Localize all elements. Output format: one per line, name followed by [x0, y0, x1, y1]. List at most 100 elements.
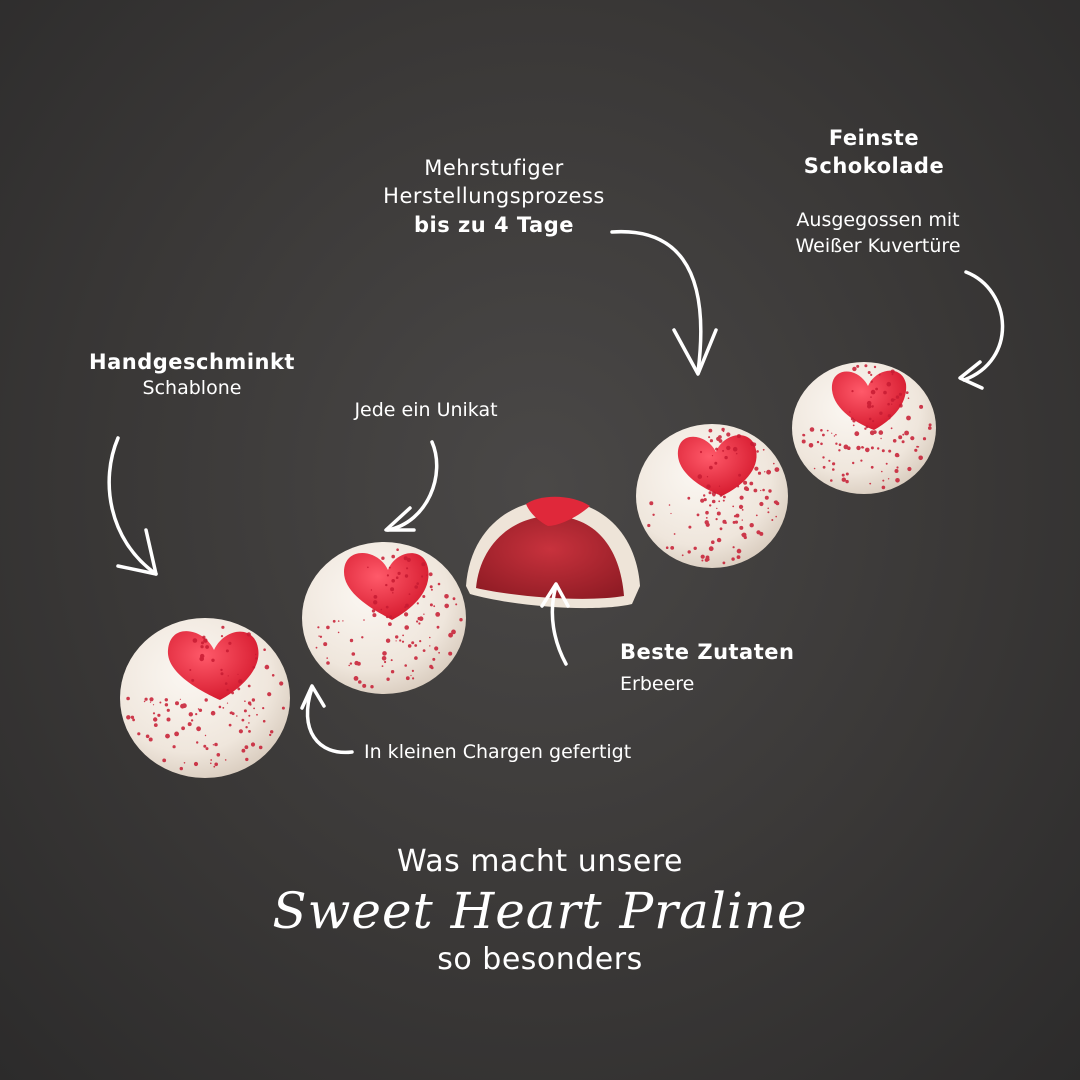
speckle-dot: [820, 442, 823, 446]
speckle-dot: [878, 430, 884, 435]
speckle-dot: [248, 730, 251, 733]
speckle-dot: [262, 707, 265, 710]
feinste-annotation: Feinste Schokolade: [776, 124, 972, 181]
speckle-dot: [414, 644, 418, 647]
speckle-dot: [426, 574, 428, 576]
speckle-dot: [432, 657, 436, 661]
speckle-dot: [264, 664, 270, 670]
speckle-dot: [190, 719, 194, 722]
speckle-dot: [252, 665, 256, 669]
speckle-dot: [700, 554, 705, 559]
speckle-dot: [726, 445, 731, 451]
speckle-dot: [153, 723, 158, 727]
speckle-dot: [349, 662, 353, 665]
speckle-dot: [438, 651, 440, 654]
speckle-dot: [709, 439, 714, 443]
speckle-dot: [831, 432, 833, 434]
speckle-dot: [736, 548, 742, 554]
speckle-dot: [894, 469, 899, 473]
speckle-dot: [754, 466, 759, 471]
speckle-dot: [200, 653, 205, 659]
speckle-dot: [281, 706, 285, 710]
speckle-dot: [204, 698, 208, 702]
speckle-dot: [718, 485, 721, 487]
speckle-dot: [388, 566, 391, 569]
speckle-dot: [711, 540, 715, 544]
speckle-dot: [411, 669, 414, 673]
handgeschminkt-annotation: Handgeschminkt Schablone: [86, 348, 298, 402]
speckle-dot: [875, 387, 878, 391]
speckle-dot: [448, 651, 453, 656]
speckle-dot: [880, 437, 882, 440]
speckle-dot: [228, 723, 232, 727]
speckle-dot: [704, 520, 709, 525]
speckle-dot: [349, 638, 354, 643]
handgeschminkt-sub: Schablone: [142, 377, 242, 400]
speckle-dot: [153, 717, 158, 722]
mehrstufig-line-1: Mehrstufiger: [424, 156, 564, 180]
speckle-dot: [248, 722, 250, 724]
speckle-dot: [397, 571, 401, 576]
speckle-dot: [405, 676, 410, 681]
speckle-dot: [887, 478, 890, 480]
speckle-dot: [406, 567, 409, 570]
speckle-dot: [191, 678, 195, 682]
speckle-dot: [373, 600, 378, 605]
speckle-dot: [241, 718, 245, 722]
speckle-dot: [801, 439, 806, 444]
speckle-dot: [774, 467, 780, 472]
speckle-dot: [411, 641, 415, 645]
speckle-dot: [732, 505, 735, 508]
speckle-dot: [756, 450, 759, 453]
speckle-dot: [404, 612, 409, 617]
speckle-dot: [851, 390, 854, 393]
feinste-sub-2: Weißer Kuvertüre: [795, 234, 961, 257]
speckle-dot: [870, 373, 873, 376]
arrow-handgeschminkt: [107, 436, 158, 576]
speckle-dot: [337, 631, 340, 634]
speckle-dot: [419, 640, 422, 643]
speckle-dot: [716, 507, 718, 510]
speckle-dot: [898, 392, 903, 396]
speckle-dot: [326, 661, 330, 665]
feinste-sub: Ausgegossen mit Weißer Kuvertüre: [768, 208, 988, 259]
speckle-dot: [849, 411, 851, 413]
speckle-dot: [845, 479, 849, 484]
speckle-dot: [905, 391, 909, 394]
speckle-dot: [866, 400, 872, 406]
handgeschminkt-title: Handgeschminkt: [89, 350, 295, 374]
speckle-dot: [922, 437, 927, 441]
speckle-dot: [888, 417, 891, 420]
zutaten-sub: Erbeere: [620, 673, 695, 696]
speckle-dot: [148, 737, 153, 742]
speckle-dot: [704, 558, 709, 562]
speckle-dot: [716, 436, 721, 441]
speckle-dot: [247, 701, 252, 705]
speckle-dot: [317, 626, 320, 629]
speckle-dot: [870, 465, 874, 469]
speckle-dot: [670, 546, 675, 550]
speckle-dot: [741, 533, 744, 536]
arrow-mehrstufig: [610, 229, 718, 376]
speckle-dot: [757, 471, 762, 475]
speckle-dot: [756, 530, 761, 535]
headline: Was macht unsere Sweet Heart Praline so …: [240, 842, 840, 981]
speckle-dot: [211, 658, 215, 662]
speckle-dot: [752, 442, 757, 447]
speckle-dot: [228, 641, 232, 645]
speckle-dot: [332, 619, 336, 623]
speckle-dot: [373, 595, 378, 599]
speckle-dot: [388, 622, 392, 626]
speckle-dot: [188, 712, 193, 717]
speckle-dot: [416, 620, 419, 623]
speckle-dot: [877, 447, 880, 450]
speckle-dot: [256, 713, 258, 716]
speckle-dot: [263, 648, 266, 651]
speckle-dot: [716, 537, 722, 543]
speckle-dot: [739, 525, 744, 530]
speckle-dot: [741, 519, 743, 521]
speckle-dot: [828, 459, 831, 462]
speckle-dot: [762, 448, 765, 451]
speckle-dot: [255, 653, 257, 656]
